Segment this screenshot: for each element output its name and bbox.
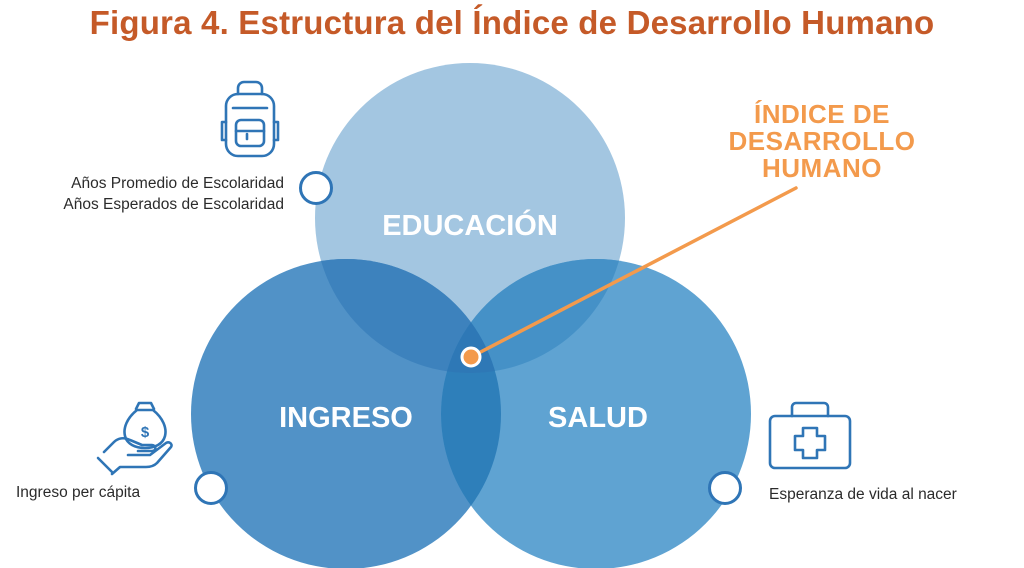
- overlap-education-health: [441, 259, 625, 373]
- income-label: INGRESO: [279, 402, 413, 434]
- income-indicators: Ingreso per cápita: [16, 482, 140, 503]
- money-bag-hand-icon: $: [96, 401, 173, 476]
- health-indicator-1: Esperanza de vida al nacer: [769, 486, 957, 503]
- education-indicator-1: Años Promedio de Escolaridad: [71, 175, 284, 192]
- income-connector-dot: [194, 471, 228, 505]
- overlap-education-income: [315, 259, 501, 373]
- backpack-icon: [220, 80, 280, 158]
- health-indicators: Esperanza de vida al nacer: [769, 484, 957, 505]
- svg-text:$: $: [141, 424, 150, 441]
- hdi-connector-line: [469, 186, 798, 359]
- hdi-center-dot: [460, 346, 482, 368]
- hdi-label-line-3: HUMANO: [762, 153, 882, 183]
- education-label: EDUCACIÓN: [382, 208, 558, 242]
- first-aid-kit-icon: [768, 401, 852, 470]
- health-connector-dot: [708, 471, 742, 505]
- education-connector-dot: [299, 171, 333, 205]
- figure-title: Figura 4. Estructura del Índice de Desar…: [89, 4, 935, 41]
- hdi-label: ÍNDICE DE DESARROLLO HUMANO: [712, 101, 932, 182]
- health-label: SALUD: [548, 402, 648, 434]
- hdi-label-line-2: DESARROLLO: [728, 126, 916, 156]
- education-indicator-2: Años Esperados de Escolaridad: [63, 196, 284, 213]
- income-indicator-1: Ingreso per cápita: [16, 484, 141, 501]
- hdi-label-line-1: ÍNDICE DE: [754, 99, 890, 129]
- education-indicators: Años Promedio de Escolaridad Años Espera…: [63, 173, 284, 215]
